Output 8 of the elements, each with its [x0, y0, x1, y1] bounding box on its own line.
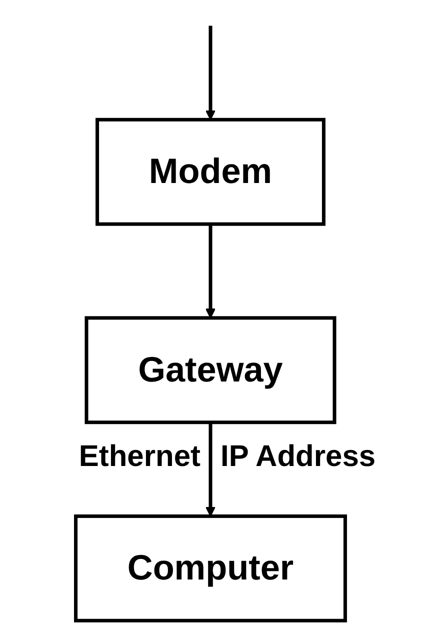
- arrow: [205, 422, 216, 517]
- node-box: [96, 118, 326, 226]
- node-box: [74, 514, 347, 622]
- connection-label: IP Address: [220, 440, 376, 474]
- arrow: [205, 224, 216, 318]
- connection-label: Ethernet: [78, 440, 200, 474]
- arrow: [205, 26, 216, 120]
- node-box: [84, 316, 336, 424]
